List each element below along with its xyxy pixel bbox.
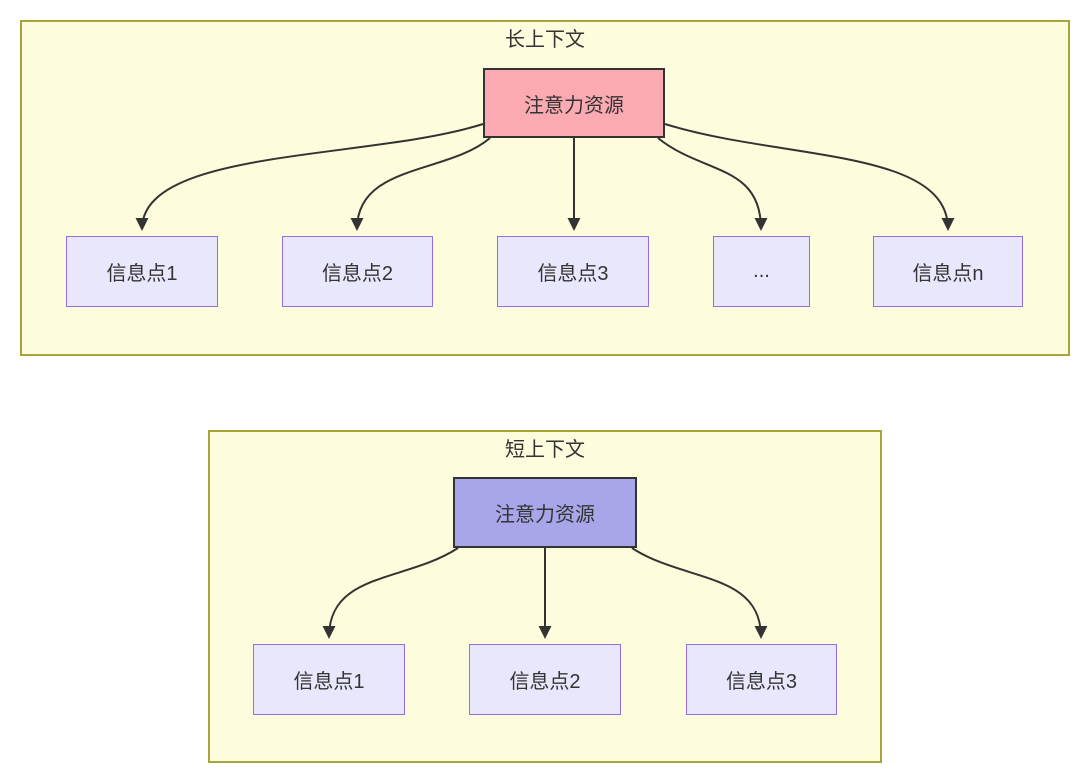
long-info-node-3-label: 信息点3 [537,263,609,285]
long-info-node-1: 信息点1 [66,236,218,307]
short-attention-label: 注意力资源 [495,504,595,526]
short-attention-box: 注意力资源 [453,477,637,548]
long-info-node-n: 信息点n [873,236,1023,307]
long-info-node-n-label: 信息点n [912,263,984,285]
short-info-node-3: 信息点3 [686,644,837,715]
long-info-node-3: 信息点3 [497,236,649,307]
short-info-node-3-label: 信息点3 [725,671,798,693]
short-context-title: 短上下文 [505,439,585,461]
short-info-node-2-label: 信息点2 [509,671,581,693]
long-context-container: 长上下文 注意力资源 信息点1 信息点2 信息点3 ... 信息点n [20,20,1070,356]
long-attention-box: 注意力资源 [483,68,665,138]
long-context-title: 长上下文 [505,29,585,51]
short-info-node-2: 信息点2 [469,644,621,715]
long-info-node-ellipsis-label: ... [753,260,770,282]
long-info-node-ellipsis: ... [713,236,810,307]
short-info-node-1: 信息点1 [253,644,405,715]
short-info-node-1-label: 信息点1 [293,671,365,693]
long-info-node-2-label: 信息点2 [321,263,394,285]
long-info-node-2: 信息点2 [282,236,433,307]
short-context-container: 短上下文 注意力资源 信息点1 信息点2 信息点3 [208,430,882,763]
long-attention-label: 注意力资源 [524,94,624,117]
long-info-node-1-label: 信息点1 [106,263,178,285]
